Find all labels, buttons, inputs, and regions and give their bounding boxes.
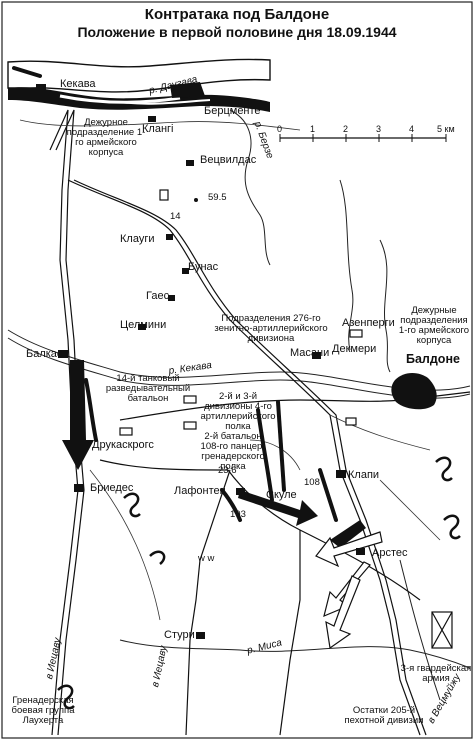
place-klaugi: Клауги: [120, 233, 155, 245]
unit-14-tank-recon: 14-й танковый разведывательный батальон: [105, 373, 191, 404]
place-azenpergi: Азенперги: [342, 317, 395, 329]
place-lafonten: Лафонтен: [174, 485, 226, 497]
place-gaes: Гаес: [146, 290, 170, 302]
scale-tick-5: 5 км: [437, 124, 455, 134]
place-klangi: Клангi: [142, 123, 174, 135]
place-sturi: Стури: [164, 629, 195, 641]
height-59-5: 59.5: [208, 192, 227, 203]
height-23-6: 23.6: [218, 465, 237, 476]
unit-4-artillery: 2-й и 3-й дивизионы 4-го артиллерийского…: [200, 391, 276, 432]
road-14: 14: [170, 211, 181, 222]
marker-ww: w w: [198, 553, 215, 564]
place-baldone: Балдоне: [406, 352, 460, 366]
unit-symbols: [119, 189, 453, 649]
map-title: Контратака под Балдоне: [144, 6, 330, 23]
place-kekava: Кекава: [60, 78, 96, 90]
place-klapi: Клапи: [348, 469, 380, 481]
place-arstes: Арстес: [372, 547, 408, 559]
scale-tick-4: 4: [409, 124, 415, 134]
place-celmini: Целмини: [120, 319, 167, 331]
unit-205-infantry: Остатки 205-й пехотной дивизии: [344, 705, 424, 726]
place-druskasprogs: Друкаскрогс: [92, 439, 154, 451]
road-108: 108: [304, 477, 320, 488]
attack-arrows: [62, 360, 366, 548]
place-briedes: Бриедес: [90, 482, 134, 494]
scale-tick-3: 3: [376, 124, 382, 134]
settlements: [36, 84, 365, 639]
scale-bar: [279, 134, 447, 142]
misa-river: [119, 639, 471, 669]
scale-tick-0: 0: [277, 124, 283, 134]
marsh-marks: [57, 456, 461, 710]
soviet-arrows: [315, 531, 383, 650]
place-dekmeri: Декмери: [332, 343, 377, 355]
unit-108-pzgr: 2-й батальон 108-го панцер-гренадерского…: [200, 431, 266, 472]
unit-276-aa: Подразделения 276-го зенитно-артиллерийс…: [214, 313, 328, 344]
place-skule: Скуле: [266, 489, 297, 501]
place-bunas: Бунас: [188, 261, 219, 273]
berze-river: [229, 109, 271, 266]
place-vecvildas: Вецвилдас: [200, 154, 257, 166]
unit-lauchert: Гренадерская боевая группа Лаухерта: [11, 695, 75, 726]
daugava-river: [7, 58, 271, 112]
map-subtitle: Положение в первой половине дня 18.09.19…: [77, 24, 397, 40]
scale-tick-2: 2: [343, 124, 349, 134]
place-balkas: Балкас: [26, 348, 63, 360]
road-103: 103: [230, 509, 246, 520]
minor-roads: [19, 119, 441, 621]
scale-tick-1: 1: [310, 124, 316, 134]
unit-duty-left: Дежурное подразделение 1-го армейского к…: [66, 117, 146, 158]
front-lines: [12, 66, 338, 522]
unit-3-guards-army: 3-я гвардейская армия: [400, 663, 472, 684]
unit-duty-right: Дежурные подразделения 1-го армейского к…: [398, 305, 470, 346]
place-bercmente: Берцменте: [204, 105, 261, 117]
place-masani: Масани: [290, 347, 330, 359]
